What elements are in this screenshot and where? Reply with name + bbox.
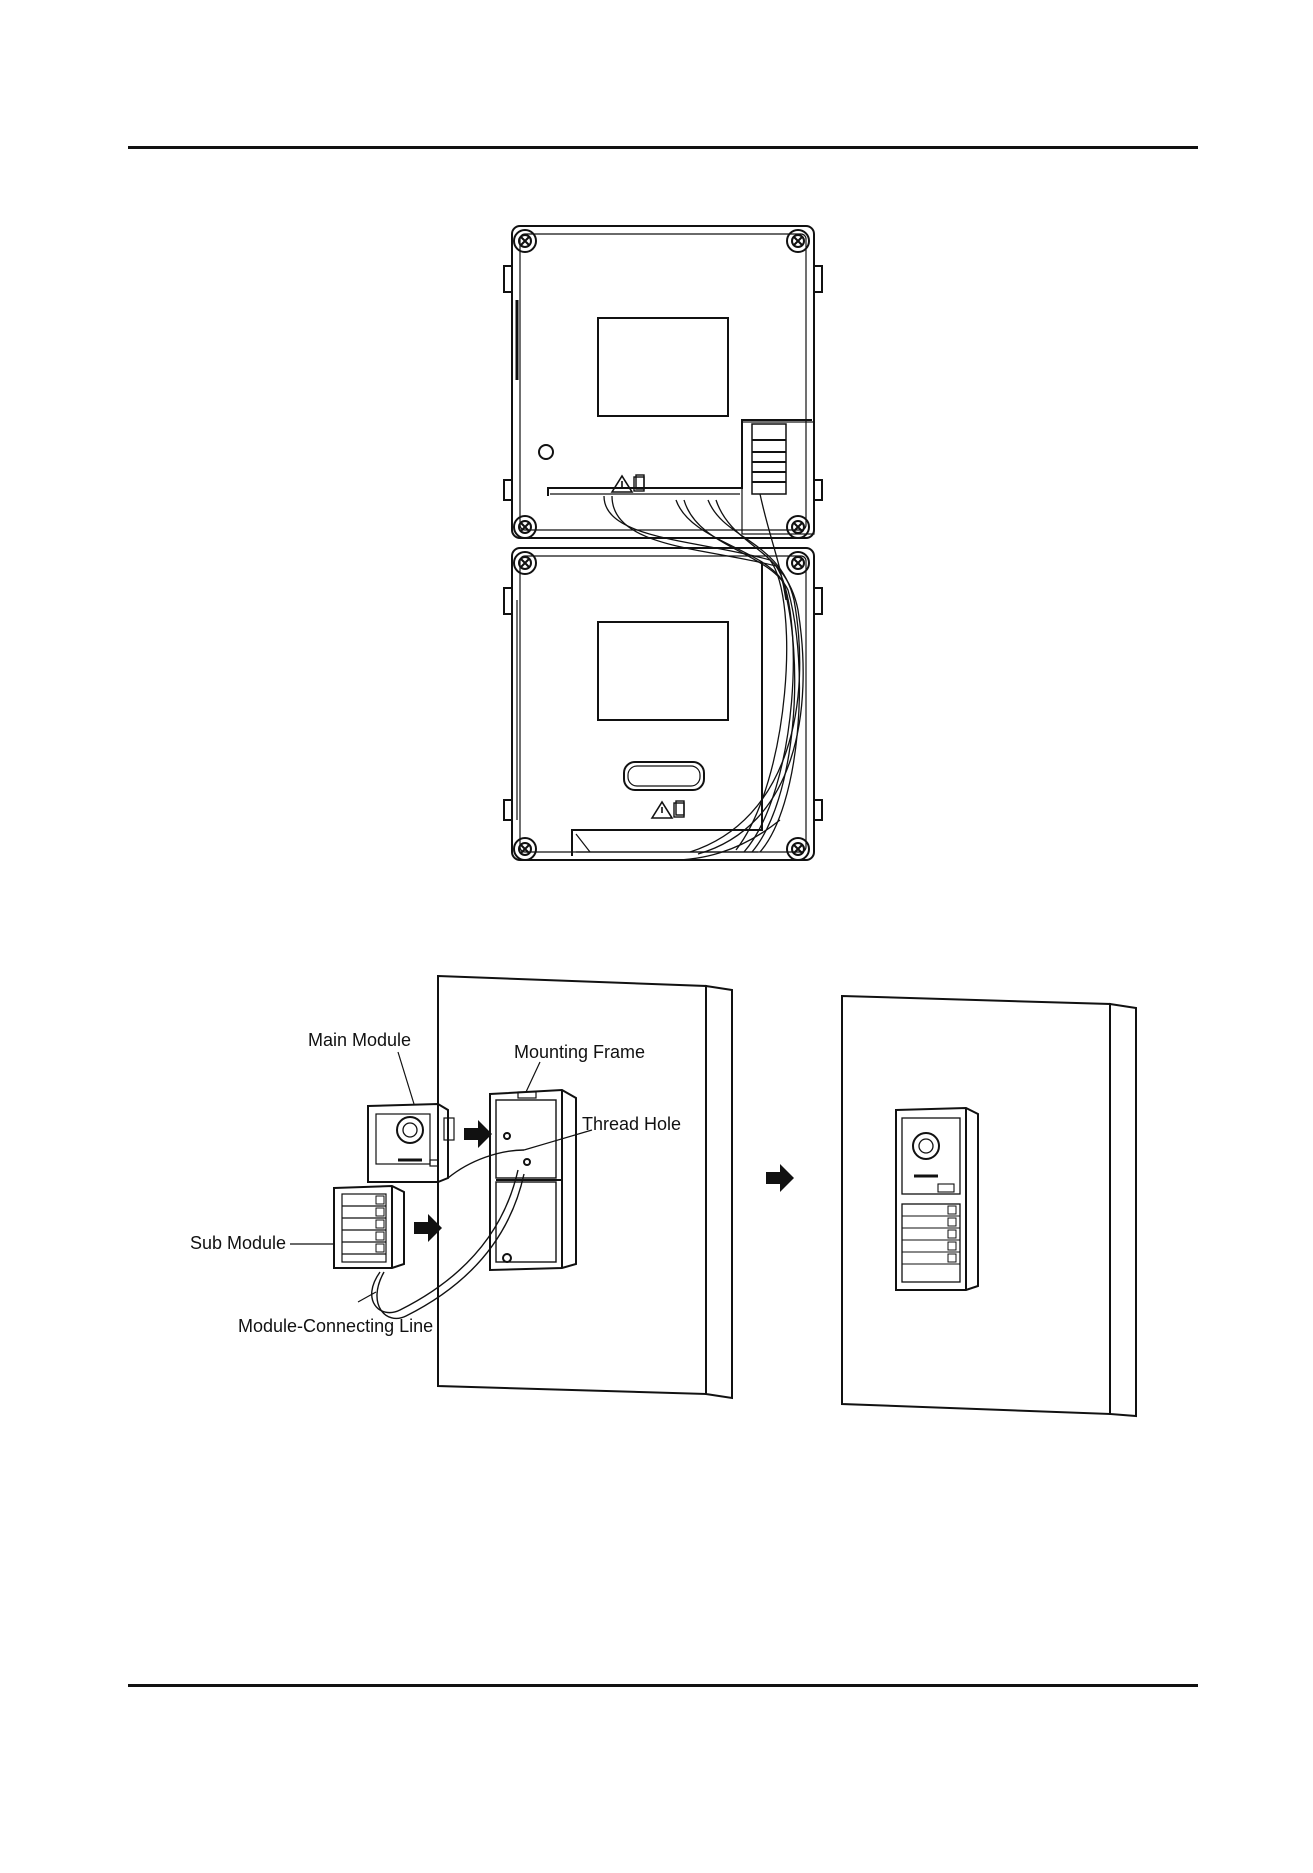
main-module xyxy=(368,1104,454,1182)
wall-install-diagram xyxy=(290,976,1136,1416)
installed-unit xyxy=(896,1108,978,1290)
upper-back-box xyxy=(504,226,822,538)
mounting-frame xyxy=(490,1090,576,1270)
module-connecting-line-label: Module-Connecting Line xyxy=(238,1316,433,1336)
leader-lines xyxy=(290,1052,592,1302)
mounting-frame-label: Mounting Frame xyxy=(514,1042,645,1062)
right-wall xyxy=(842,996,1136,1416)
back-box-diagram xyxy=(504,226,822,860)
right-arrow-icon xyxy=(464,1120,492,1148)
sub-module xyxy=(334,1186,404,1268)
left-wall xyxy=(438,976,732,1398)
warning-triangle-icon xyxy=(612,475,644,492)
warning-triangle-icon xyxy=(652,801,684,818)
right-arrow-icon xyxy=(766,1164,794,1192)
footer-rule xyxy=(128,1684,1198,1687)
main-module-label: Main Module xyxy=(308,1030,411,1050)
sub-module-label: Sub Module xyxy=(190,1233,286,1253)
thread-hole-label: Thread Hole xyxy=(582,1114,681,1134)
